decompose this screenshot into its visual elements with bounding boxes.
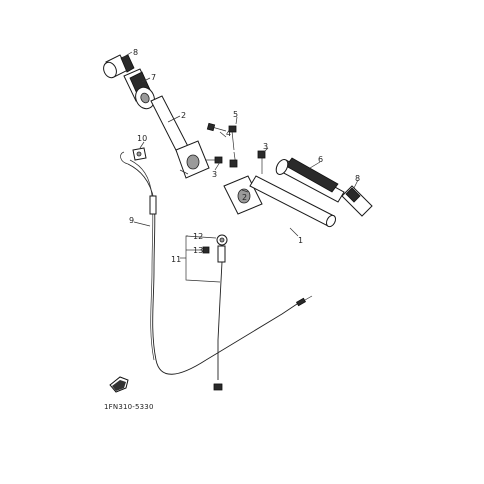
callout-1: 1 — [298, 236, 303, 245]
callout-2-right: 2 — [242, 193, 247, 202]
callout-7: 7 — [151, 73, 156, 82]
callout-3-left: 3 — [212, 170, 217, 179]
bolt-small-center — [229, 151, 238, 168]
callout-3-right: 3 — [263, 142, 268, 151]
bolt-4 — [206, 122, 227, 132]
right-grip-6 — [275, 157, 345, 203]
callout-9: 9 — [129, 216, 134, 225]
bolt-5 — [228, 125, 237, 151]
front-arrow-icon — [109, 376, 129, 393]
left-grip-end-8 — [103, 54, 135, 79]
left-handlebar-2 — [150, 95, 210, 179]
cable-holder-10 — [132, 147, 147, 161]
callout-5: 5 — [233, 110, 238, 119]
choke-cable-11 — [213, 245, 226, 391]
bolt-3-left — [205, 156, 223, 164]
diagram-part-code: 1FN310-5330 — [104, 403, 154, 411]
throttle-cable-9 — [120, 151, 313, 375]
right-grip-end-8 — [341, 185, 373, 217]
callout-8-left: 8 — [133, 48, 138, 57]
callout-4: 4 — [226, 129, 231, 138]
choke-lever-12 — [216, 234, 228, 246]
callout-8-right: 8 — [355, 174, 360, 183]
callout-13: 13 — [193, 246, 203, 255]
callout-12: 12 — [193, 232, 203, 241]
callout-2-left: 2 — [181, 111, 186, 120]
right-handlebar-1 — [249, 175, 337, 228]
callout-11: 11 — [171, 255, 181, 264]
throttle-grip-7 — [123, 68, 155, 110]
choke-screw-13 — [202, 246, 210, 254]
leader-lines — [121, 51, 359, 283]
callout-6: 6 — [318, 155, 323, 164]
bolt-3-right — [257, 150, 266, 174]
callout-10: 10 — [137, 134, 147, 143]
